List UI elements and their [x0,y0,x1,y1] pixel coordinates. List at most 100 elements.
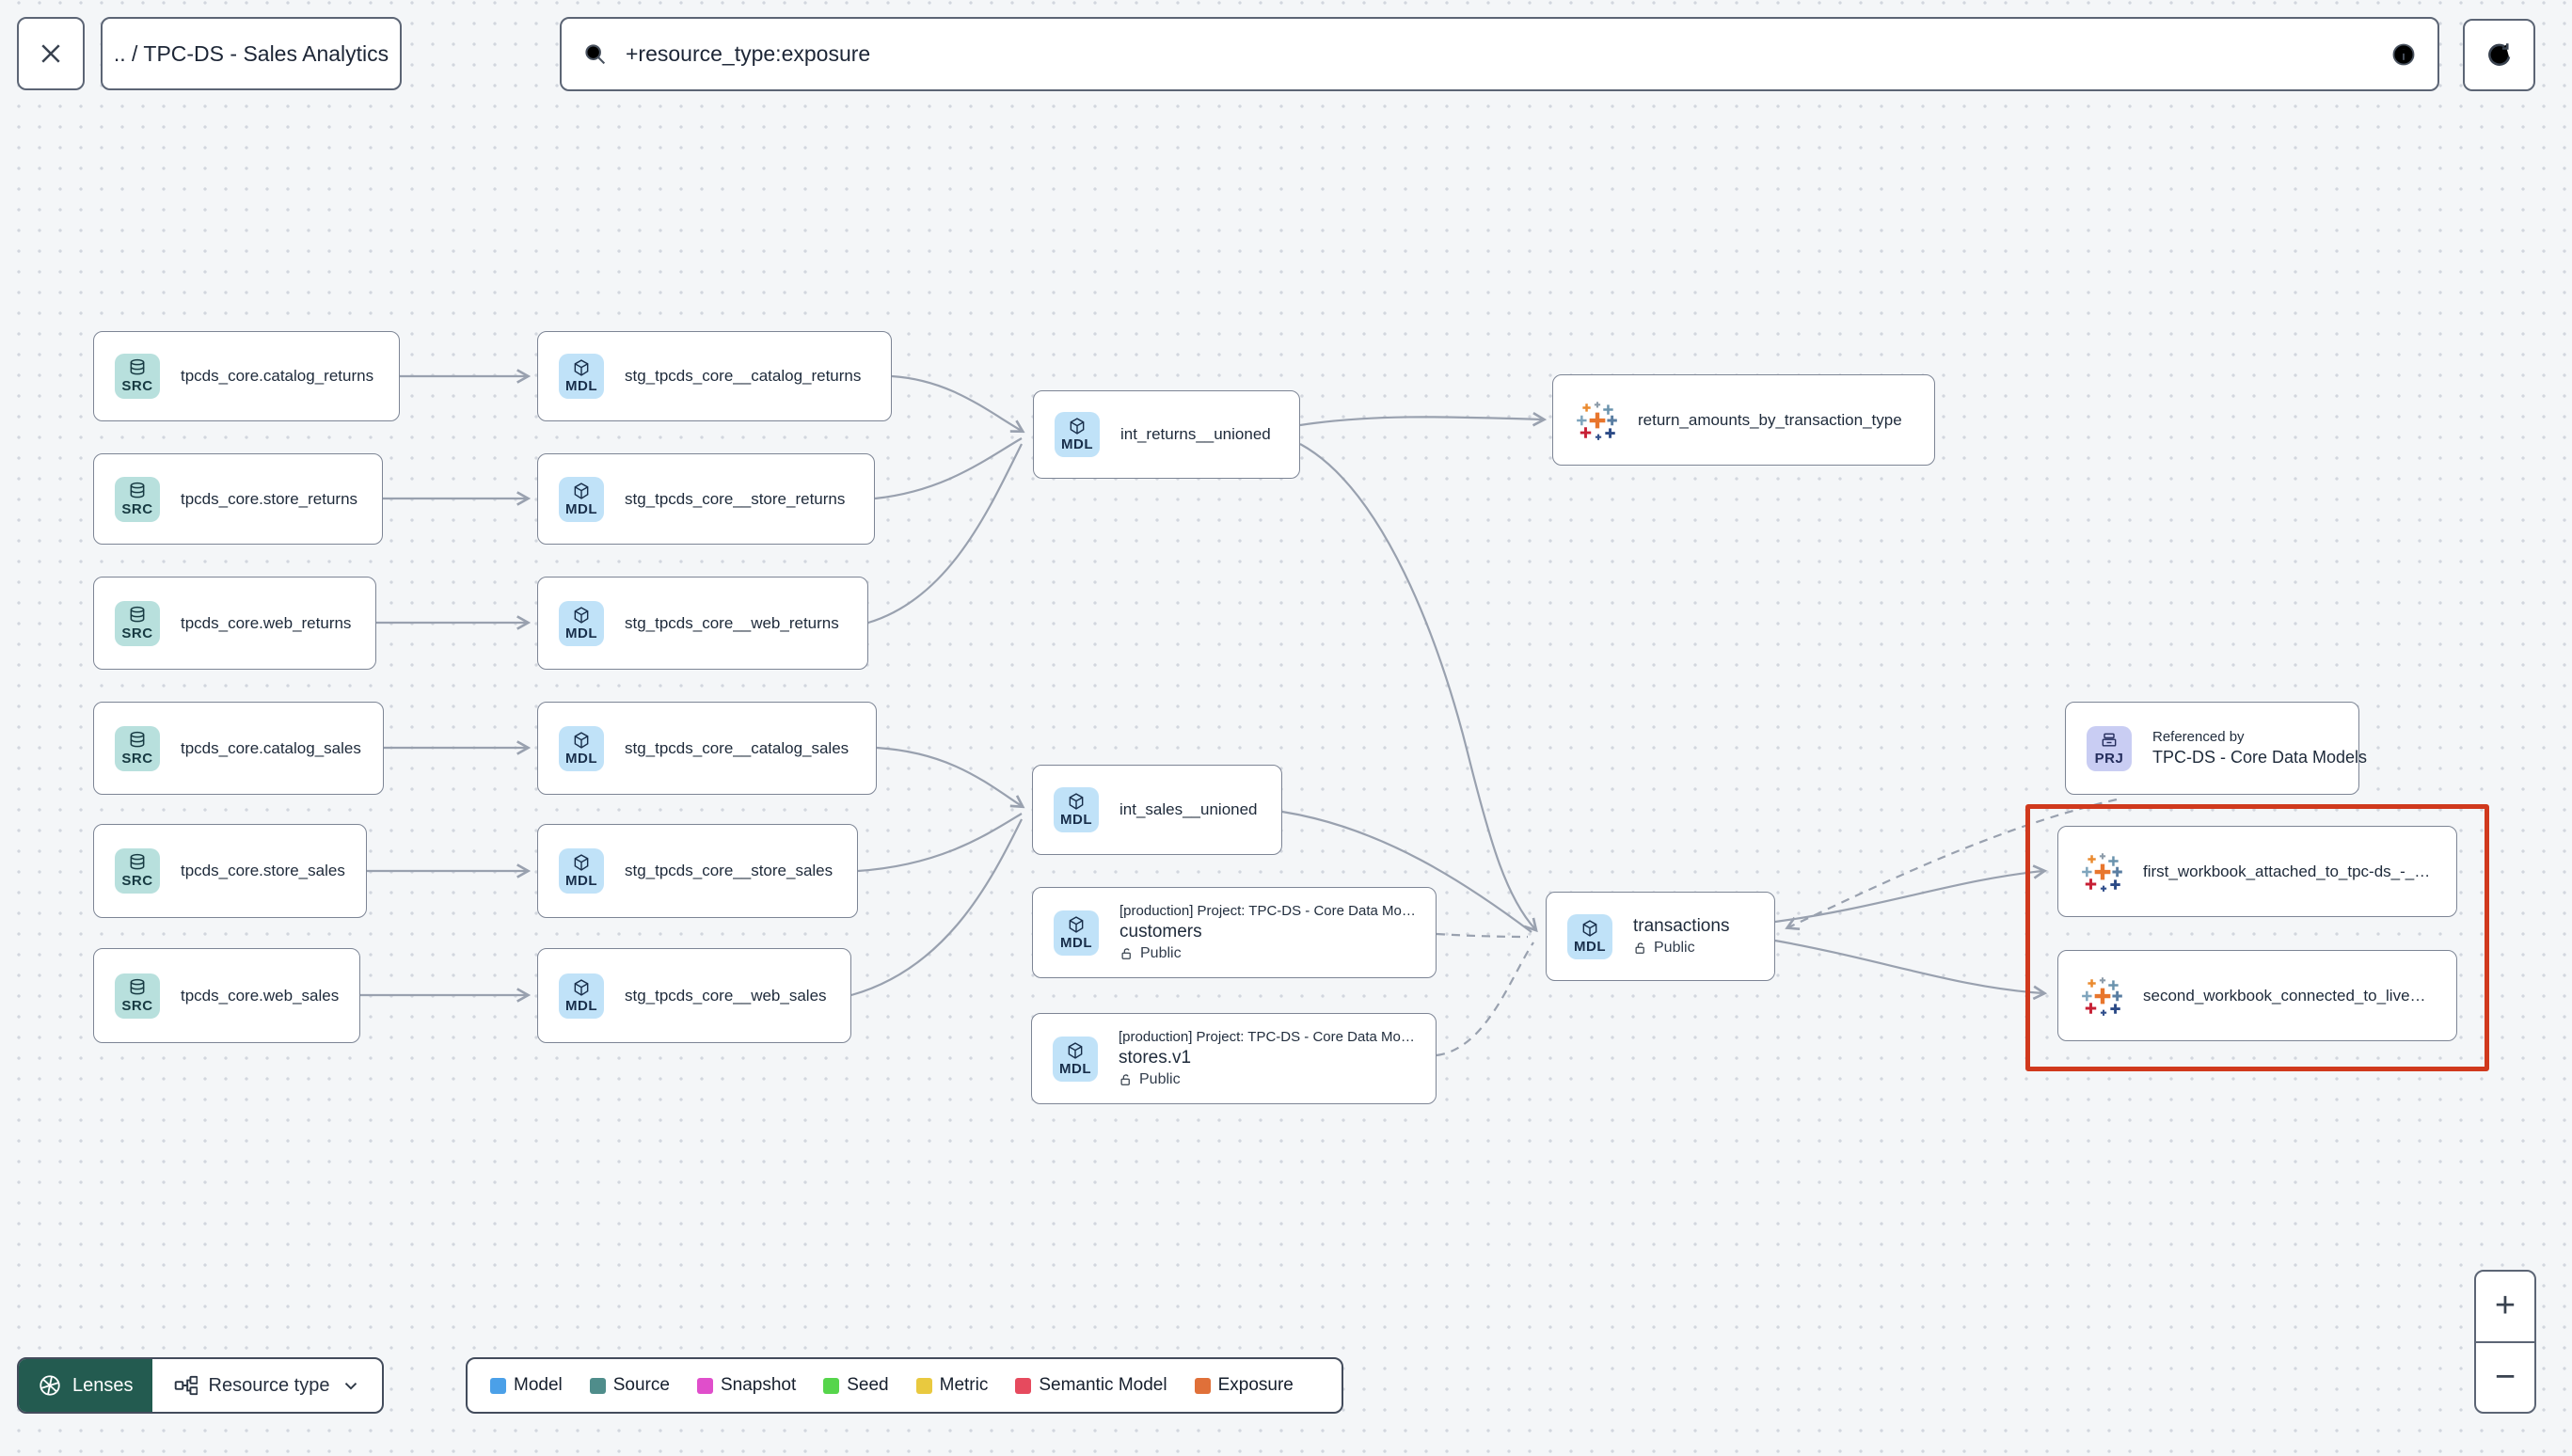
search-input[interactable] [624,40,2375,68]
zoom-out-button[interactable]: − [2476,1340,2534,1413]
legend-swatch [589,1377,606,1394]
lenses-label: Lenses [72,1374,134,1396]
node-label: stg_tpcds_core__web_sales [625,986,827,1005]
node-label: stg_tpcds_core__store_returns [625,489,846,508]
project-badge-icon: PRJ [2087,725,2132,771]
node-stg-web-sales[interactable]: MDL stg_tpcds_core__web_sales [537,948,851,1043]
model-badge-icon: MDL [559,476,604,522]
lock-open-icon [1120,1073,1130,1085]
node-label: int_returns__unioned [1120,425,1271,443]
source-badge-icon: SRC [115,848,160,894]
node-access: Public [1119,1071,1415,1088]
node-label: stg_tpcds_core__web_returns [625,613,839,632]
referenced-by-title: Referenced by [2152,729,2245,745]
node-src-store-returns[interactable]: SRC tpcds_core.store_returns [93,453,383,545]
node-src-web-sales[interactable]: SRC tpcds_core.web_sales [93,948,360,1043]
node-label: int_sales__unioned [1119,800,1258,818]
tableau-icon [2082,976,2122,1016]
close-icon [41,44,60,63]
chevron-down-icon [345,1383,357,1390]
close-button[interactable] [17,17,85,90]
resource-type-dropdown[interactable]: Resource type [152,1359,383,1412]
lock-open-icon [1121,947,1131,959]
model-badge-icon: MDL [559,600,604,646]
node-label: stg_tpcds_core__catalog_returns [625,367,862,385]
node-label: tpcds_core.web_returns [181,613,352,632]
node-stg-store-sales[interactable]: MDL stg_tpcds_core__store_sales [537,824,858,918]
node-label: stg_tpcds_core__store_sales [625,862,834,879]
aperture-icon [40,1375,60,1396]
tableau-icon [1577,401,1617,440]
source-badge-icon: SRC [115,600,160,646]
node-exposure-second-workbook[interactable]: second_workbook_connected_to_live… [2057,950,2457,1041]
legend-item-metric: Metric [915,1375,988,1396]
lenses-button[interactable]: Lenses [19,1359,152,1412]
source-badge-icon: SRC [115,354,160,399]
search-icon [585,43,606,64]
lock-open-icon [1635,942,1644,954]
legend-item-snapshot: Snapshot [696,1375,796,1396]
node-int-returns-unioned[interactable]: MDL int_returns__unioned [1033,390,1300,479]
legend-item-source: Source [589,1375,670,1396]
zoom-controls: + − [2474,1270,2536,1414]
legend-swatch [1015,1377,1032,1394]
node-label: TPC-DS - Core Data Models [2152,748,2368,767]
node-stg-catalog-sales[interactable]: MDL stg_tpcds_core__catalog_sales [537,702,877,795]
legend-swatch [1194,1377,1211,1394]
lenses-toolbar: Lenses Resource type [17,1357,385,1414]
node-stg-catalog-returns[interactable]: MDL stg_tpcds_core__catalog_returns [537,331,892,421]
resource-type-legend: Model Source Snapshot Seed Metric Semant… [466,1357,1343,1414]
node-label: transactions [1633,916,1730,936]
model-badge-icon: MDL [559,354,604,399]
node-src-catalog-sales[interactable]: SRC tpcds_core.catalog_sales [93,702,384,795]
node-label: tpcds_core.catalog_sales [181,738,361,757]
node-project-meta: [production] Project: TPC-DS - Core Data… [1119,903,1416,919]
node-label: tpcds_core.web_sales [181,986,340,1005]
breadcrumb-label: .. / TPC-DS - Sales Analytics [113,40,389,66]
legend-item-semantic-model: Semantic Model [1015,1375,1167,1396]
model-badge-icon: MDL [1055,412,1100,457]
tableau-icon [2082,852,2122,892]
node-transactions[interactable]: MDL transactions Public [1546,892,1775,981]
legend-swatch [915,1377,932,1394]
model-badge-icon: MDL [1053,1036,1098,1082]
model-badge-icon: MDL [559,848,604,894]
node-src-web-returns[interactable]: SRC tpcds_core.web_returns [93,577,376,670]
info-icon[interactable] [2390,41,2417,68]
source-badge-icon: SRC [115,725,160,771]
node-customers[interactable]: MDL [production] Project: TPC-DS - Core … [1032,887,1437,978]
legend-item-seed: Seed [823,1375,889,1396]
refresh-button[interactable] [2463,19,2535,91]
legend-swatch [696,1377,713,1394]
legend-item-exposure: Exposure [1194,1375,1294,1396]
breadcrumb[interactable]: .. / TPC-DS - Sales Analytics [101,17,402,90]
node-stores-v1[interactable]: MDL [production] Project: TPC-DS - Core … [1031,1013,1437,1104]
refresh-icon [2487,42,2510,66]
node-label: tpcds_core.store_sales [181,862,345,879]
node-exposure-return-amounts[interactable]: return_amounts_by_transaction_type [1552,374,1935,466]
node-access: Public [1633,940,1729,957]
node-src-catalog-returns[interactable]: SRC tpcds_core.catalog_returns [93,331,400,421]
model-badge-icon: MDL [559,725,604,771]
model-badge-icon: MDL [1054,910,1099,956]
node-stg-store-returns[interactable]: MDL stg_tpcds_core__store_returns [537,453,875,545]
node-referenced-by-project[interactable]: PRJ Referenced by TPC-DS - Core Data Mod… [2065,702,2367,795]
node-src-store-sales[interactable]: SRC tpcds_core.store_sales [93,824,367,918]
node-exposure-first-workbook[interactable]: first_workbook_attached_to_tpc-ds_-_… [2057,826,2457,917]
zoom-in-button[interactable]: + [2494,1286,2516,1326]
node-label: customers [1119,922,1202,942]
node-int-sales-unioned[interactable]: MDL int_sales__unioned [1032,765,1282,855]
resource-type-label: Resource type [208,1374,330,1396]
model-badge-icon: MDL [1567,913,1612,959]
model-badge-icon: MDL [559,973,604,1019]
node-label: tpcds_core.catalog_returns [181,367,374,385]
node-label: stores.v1 [1119,1048,1192,1068]
node-label: tpcds_core.store_returns [181,489,358,508]
resource-type-icon [174,1375,198,1396]
node-stg-web-returns[interactable]: MDL stg_tpcds_core__web_returns [537,577,868,670]
search-bar [560,17,2439,91]
legend-swatch [823,1377,840,1394]
node-label: stg_tpcds_core__catalog_sales [625,738,849,757]
